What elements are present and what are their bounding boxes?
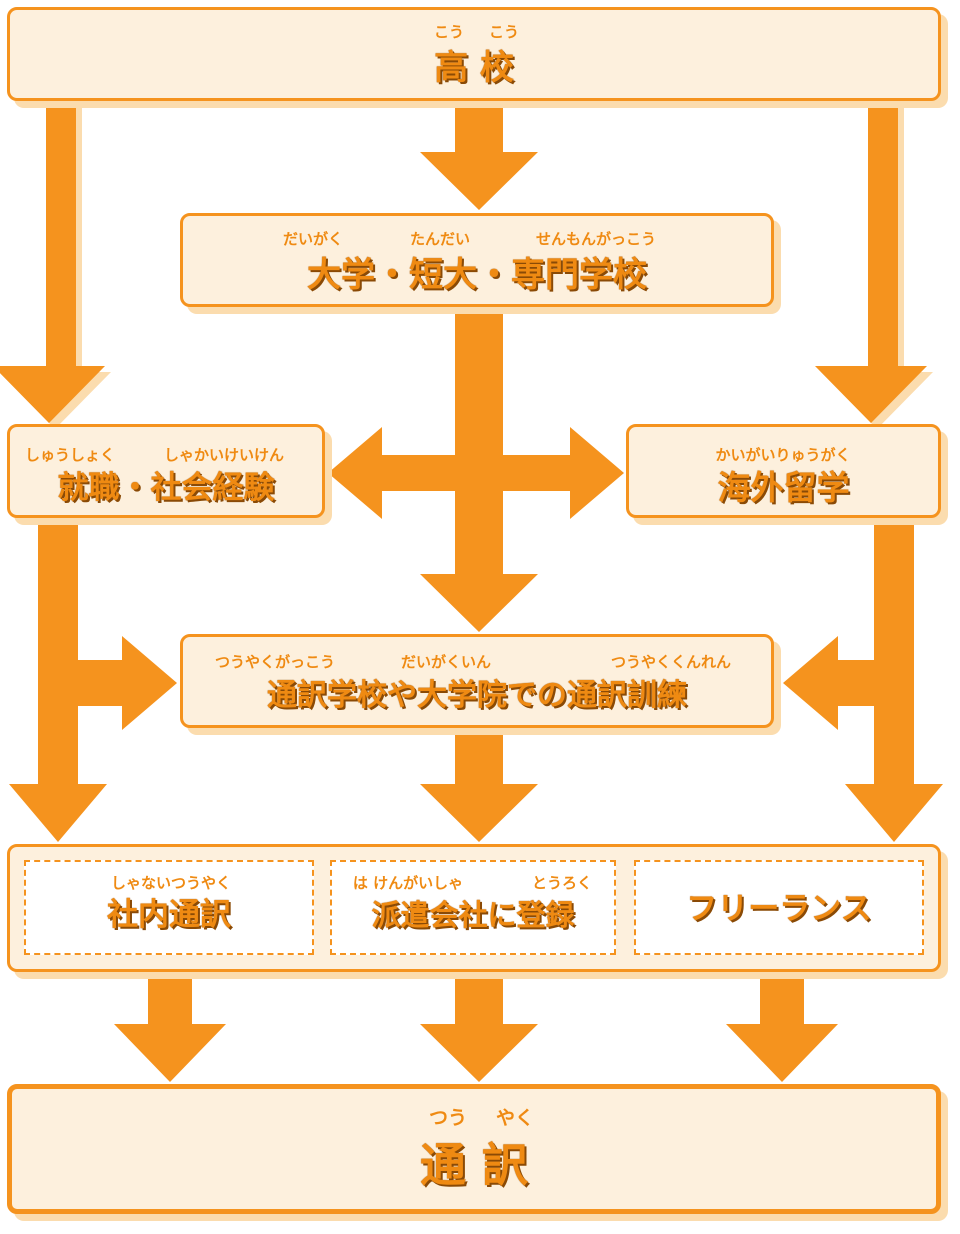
label-interpreter: 通 訳 [419, 1138, 528, 1192]
arrow-highschool-to-abroad [815, 100, 927, 423]
label-high-school: 高 校 [434, 48, 514, 88]
node-employment: しゅうしょく しゃかいけいけん 就職・社会経験 [7, 424, 325, 518]
arrow-training-to-career [420, 730, 538, 842]
arrow-highschool-to-employment [0, 100, 105, 423]
label-study-abroad: 海外留学 [717, 468, 850, 507]
arrow-career-right-down [726, 950, 838, 1082]
label-freelance: フリーランス [686, 891, 872, 927]
label-agency-registration: 派遣会社に登録 [371, 898, 575, 932]
career-freelance: フリーランス [634, 860, 924, 955]
career-agency: は けんがいしゃ とうろく 派遣会社に登録 [330, 860, 616, 955]
label-university: 大学・短大・専門学校 [307, 255, 647, 295]
arrow-career-center-down [420, 950, 538, 1082]
node-high-school: こう こう 高 校 [7, 7, 941, 101]
node-study-abroad: かいがいりゅうがく 海外留学 [626, 424, 941, 518]
arrow-employment-to-training [78, 636, 177, 730]
node-training: つうやくがっこう だいがくいん つうやくくんれん 通訳学校や大学院での通訳訓練 [180, 634, 774, 728]
arrow-employment-down [9, 518, 107, 842]
arrow-employment-abroad [328, 427, 624, 519]
node-interpreter: つう やく 通 訳 [7, 1084, 941, 1214]
label-in-house-interpreter: 社内通訳 [107, 897, 231, 933]
label-employment: 就職・社会経験 [57, 470, 275, 506]
arrow-career-left-down [114, 950, 226, 1082]
career-in-house: しゃないつうやく 社内通訳 [24, 860, 314, 955]
arrow-abroad-to-training [783, 636, 874, 730]
arrow-abroad-down [845, 518, 943, 842]
arrow-highschool-to-university [420, 100, 538, 210]
label-training: 通訳学校や大学院での通訳訓練 [267, 678, 687, 713]
node-university: だいがく たんだい せんもんがっこう 大学・短大・専門学校 [180, 213, 774, 307]
node-career-options: しゃないつうやく 社内通訳 は けんがいしゃ とうろく 派遣会社に登録 フリーラ… [7, 844, 941, 972]
